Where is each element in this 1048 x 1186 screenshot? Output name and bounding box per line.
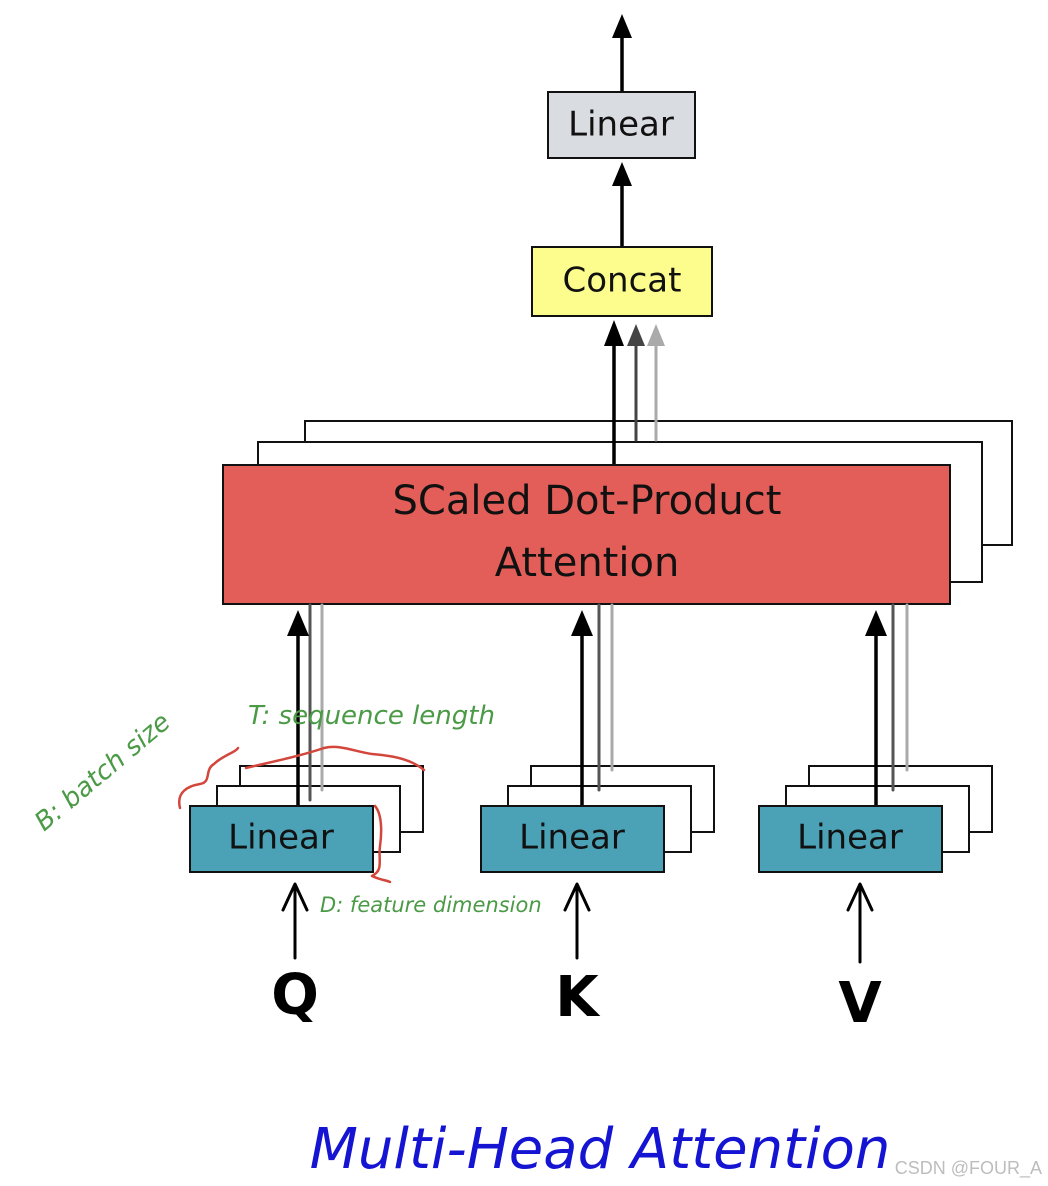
output-arrow <box>612 14 632 94</box>
concat-box <box>531 246 713 317</box>
attention-label-line1: SCaled Dot-Product <box>393 478 782 524</box>
watermark: CSDN @FOUR_A <box>895 1158 1042 1179</box>
output-linear-box <box>547 91 696 159</box>
linear-k-block: Linear <box>480 805 665 873</box>
q-to-attention-arrows <box>287 603 324 810</box>
linear-v-box <box>758 805 943 873</box>
q-input-arrow <box>281 882 309 960</box>
k-input-arrow <box>563 882 591 960</box>
diagram-title: Multi-Head Attention <box>310 1117 891 1182</box>
output-linear-label: Linear <box>568 105 674 145</box>
sequence-length-annotation: T: sequence length <box>248 701 495 731</box>
linear-k-label: Linear <box>519 818 625 858</box>
concat-block: Concat <box>531 246 713 317</box>
batch-size-annotation: B: batch size <box>29 707 176 837</box>
attention-to-concat-arrows <box>604 320 665 467</box>
linear-v-label: Linear <box>797 818 903 858</box>
linear-v-block: Linear <box>758 805 943 873</box>
attention-box <box>222 464 951 605</box>
output-linear-block: Linear <box>547 91 696 159</box>
concat-label: Concat <box>563 261 682 301</box>
q-input-label: Q <box>271 963 319 1028</box>
v-input-arrow <box>846 882 874 964</box>
concat-to-linear-arrow <box>612 162 632 248</box>
v-to-attention-arrows <box>865 603 909 810</box>
k-input-label: K <box>555 965 601 1030</box>
dimension-brackets <box>177 745 426 884</box>
linear-q-label: Linear <box>228 818 334 858</box>
scaled-dot-product-attention-block: SCaled Dot-Product Attention <box>222 464 951 605</box>
linear-q-box <box>189 805 374 873</box>
linear-k-box <box>480 805 665 873</box>
linear-q-block: Linear <box>189 805 374 873</box>
v-input-label: V <box>838 971 882 1036</box>
attention-label-line2: Attention <box>495 540 680 586</box>
feature-dimension-annotation: D: feature dimension <box>320 893 542 917</box>
k-to-attention-arrows <box>571 603 614 810</box>
